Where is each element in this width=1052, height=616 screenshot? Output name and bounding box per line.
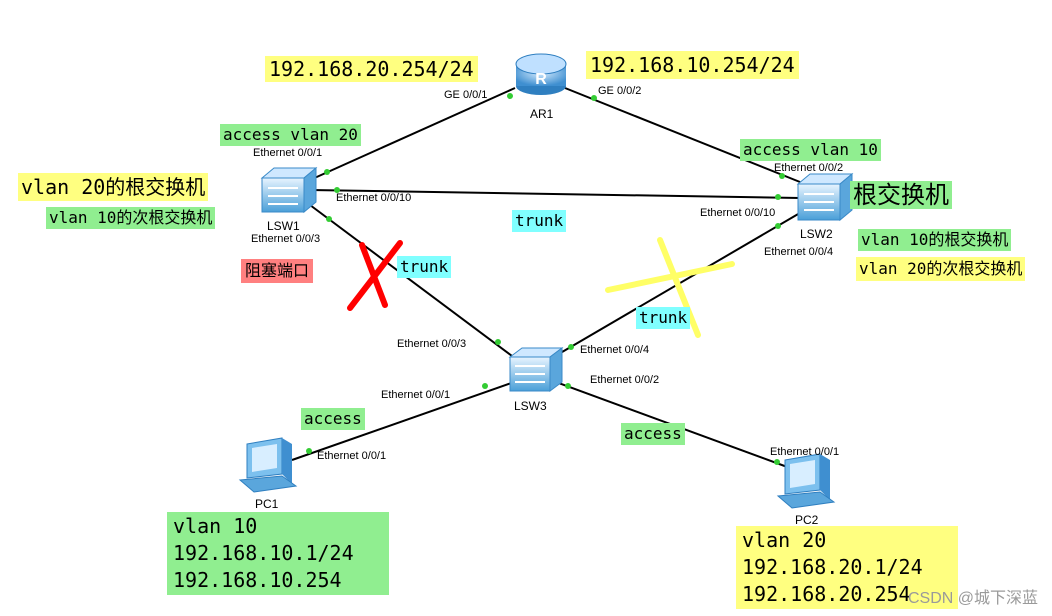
pc-icon[interactable]	[238, 437, 298, 493]
port-dot	[774, 459, 780, 465]
lsw2-root-all-label: 根交换机	[850, 181, 952, 210]
port-label: Ethernet 0/0/1	[253, 147, 322, 159]
access-label: access	[301, 408, 365, 430]
lsw2-root-label: vlan 10的根交换机	[858, 229, 1012, 251]
lsw1-secondary-label: vlan 10的次根交换机	[46, 207, 216, 229]
pc2-ip: 192.168.20.1/24	[742, 555, 923, 579]
device-name-lsw3: LSW3	[514, 399, 547, 413]
pc-icon[interactable]	[776, 453, 836, 509]
link-lsw3-pc1	[291, 379, 521, 461]
pc2-gateway: 192.168.20.254	[742, 582, 911, 606]
device-name-ar1: AR1	[530, 107, 554, 121]
port-dot	[565, 383, 571, 389]
pc2-info-block: vlan 20 192.168.20.1/24 192.168.20.254	[736, 526, 958, 609]
lsw2-access-label: access vlan 10	[740, 139, 881, 161]
lsw1-root-label: vlan 20的根交换机	[18, 173, 209, 201]
port-dot	[495, 339, 501, 345]
port-label: Ethernet 0/0/10	[336, 192, 411, 204]
port-dot	[507, 93, 513, 99]
pc1-gateway: 192.168.10.254	[173, 568, 342, 592]
gateway-vlan10-label: 192.168.10.254/24	[586, 51, 799, 79]
port-label: Ethernet 0/0/2	[774, 162, 843, 174]
port-label: GE 0/0/1	[444, 89, 487, 101]
pc2-vlan: vlan 20	[742, 528, 827, 552]
port-label: GE 0/0/2	[598, 85, 641, 97]
link-lsw2-lsw3	[544, 209, 806, 363]
port-dot	[779, 173, 785, 179]
trunk-label: trunk	[397, 256, 452, 278]
lsw2-secondary-label: vlan 20的次根交换机	[856, 257, 1026, 281]
link-lsw1-lsw3	[309, 204, 521, 363]
port-label: Ethernet 0/0/2	[590, 374, 659, 386]
port-dot	[775, 223, 781, 229]
port-label: Ethernet 0/0/1	[770, 446, 839, 458]
svg-text:R: R	[535, 71, 547, 88]
disabled-link-cross	[605, 237, 735, 338]
lsw1-access-label: access vlan 20	[220, 124, 361, 146]
link-ar1-lsw1	[309, 87, 516, 181]
port-label: Ethernet 0/0/1	[317, 450, 386, 462]
router-icon[interactable]: R	[515, 53, 567, 95]
device-name-pc2: PC2	[795, 513, 819, 527]
port-dot	[334, 187, 340, 193]
blocked-port-label: 阻塞端口	[241, 259, 314, 283]
pc1-vlan: vlan 10	[173, 514, 258, 538]
port-dot	[775, 194, 781, 200]
port-dot	[324, 169, 330, 175]
pc1-ip: 192.168.10.1/24	[173, 541, 354, 565]
link-lsw1-lsw2	[309, 189, 801, 199]
port-dot	[568, 344, 574, 350]
port-label: Ethernet 0/0/1	[381, 389, 450, 401]
port-label: Ethernet 0/0/4	[764, 246, 833, 258]
link-ar1-lsw2	[564, 87, 801, 183]
watermark: CSDN @城下深蓝	[907, 590, 1038, 607]
port-dot	[326, 216, 332, 222]
switch-icon[interactable]	[260, 166, 318, 214]
device-name-lsw1: LSW1	[267, 219, 300, 233]
gateway-vlan20-label: 192.168.20.254/24	[265, 56, 478, 82]
port-label: Ethernet 0/0/10	[700, 207, 775, 219]
blocked-port-cross	[347, 240, 403, 311]
access-label: access	[621, 423, 685, 445]
port-dot	[306, 448, 312, 454]
trunk-label: trunk	[512, 210, 567, 232]
port-label: Ethernet 0/0/3	[397, 338, 466, 350]
port-dot	[591, 95, 597, 101]
pc1-info-block: vlan 10 192.168.10.1/24 192.168.10.254	[167, 512, 389, 595]
port-label: Ethernet 0/0/3	[251, 233, 320, 245]
port-label: Ethernet 0/0/4	[580, 344, 649, 356]
port-dot	[482, 383, 488, 389]
device-name-lsw2: LSW2	[800, 227, 833, 241]
device-name-pc1: PC1	[255, 497, 279, 511]
switch-icon[interactable]	[796, 172, 854, 222]
switch-icon[interactable]	[508, 347, 564, 392]
trunk-label: trunk	[636, 307, 691, 329]
